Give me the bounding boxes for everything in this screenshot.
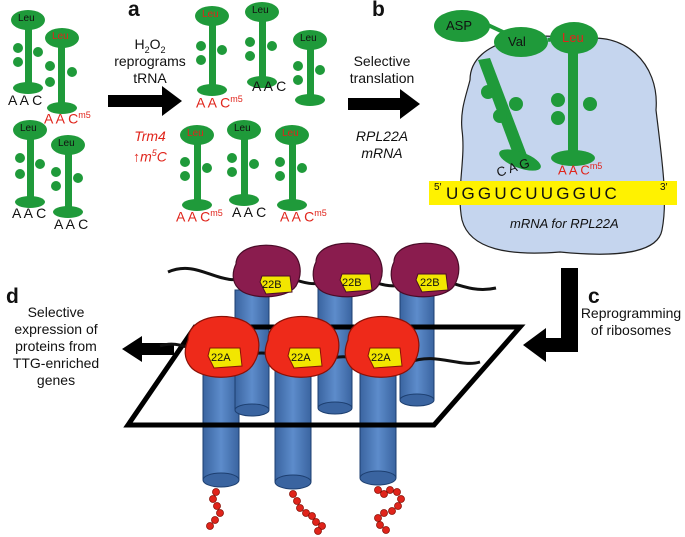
- mrna-5prime: 5′: [434, 182, 442, 193]
- anticodon-aac: A A C: [232, 204, 267, 220]
- arrow-b: [348, 89, 420, 119]
- trna-label-leu: Leu: [300, 33, 317, 44]
- trna-label-leu: Leu: [202, 9, 219, 20]
- caption-of-ribosomes: of ribosomes: [590, 322, 672, 338]
- caption-reprogramming: Reprogramming: [580, 305, 682, 321]
- ribosome-label-22b: 22B: [262, 279, 282, 291]
- caption-selective: Selective: [353, 53, 411, 69]
- trna-icon: [45, 28, 79, 114]
- trna-icon: [245, 2, 279, 88]
- trna-label-leu: Leu: [282, 128, 299, 139]
- mrna-3prime: 3′: [660, 182, 668, 193]
- ribosome-label-22a: 22A: [211, 352, 231, 364]
- amino-acid-asp: [434, 10, 490, 42]
- arrow-a: [108, 86, 182, 116]
- anticodon-aac-modified: A A Cm5: [558, 161, 603, 178]
- ribosome-label-22b: 22B: [420, 277, 440, 289]
- trna-icon: [195, 6, 229, 96]
- amino-acid-leu: [550, 22, 598, 54]
- trna-label-leu: Leu: [18, 13, 35, 24]
- trna-icon: [51, 135, 85, 218]
- caption-m5c: ↑m5C: [133, 148, 167, 165]
- trna-label-leu: Leu: [58, 138, 75, 149]
- anticodon-aac: A A C: [8, 92, 43, 108]
- anticodon-aac-modified: A A Cm5: [280, 208, 327, 225]
- caption-trna: tRNA: [133, 70, 167, 86]
- anticodon-aac: A A C: [54, 216, 89, 232]
- caption-rpl22a: RPL22A: [355, 128, 409, 144]
- ribosome-label-22b: 22B: [342, 277, 362, 289]
- caption-d-4: TTG-enriched: [12, 355, 100, 371]
- trna-leu: [551, 52, 597, 166]
- caption-d-1: Selective: [27, 304, 85, 320]
- mrna-bar: [429, 181, 677, 205]
- membrane-cylinders-lower: [202, 359, 397, 490]
- panel-letter-b: b: [372, 0, 385, 21]
- ribosome-label-22a: 22A: [291, 352, 311, 364]
- anticodon-aac: A A C: [12, 205, 47, 221]
- panel-letter-c: c: [588, 285, 600, 308]
- mrna-sequence: UGGUCUUGGUC: [446, 184, 621, 203]
- ribosome-label-22a: 22A: [371, 352, 391, 364]
- amino-acid-asp-label: ASP: [446, 18, 473, 33]
- trna-label-leu: Leu: [234, 123, 251, 134]
- arrow-c: [523, 268, 578, 362]
- trna-icon: [180, 125, 214, 211]
- ribosomes-22a: [184, 315, 420, 378]
- anticodon-aac-modified: A A Cm5: [44, 110, 91, 127]
- trna-icon: [293, 30, 327, 106]
- mrna-label: mRNA for RPL22A: [510, 216, 619, 231]
- anticodon-aac-modified: A A Cm5: [196, 94, 243, 111]
- caption-translation: translation: [349, 70, 415, 86]
- caption-reprograms: reprograms: [114, 53, 186, 69]
- trna-group-left: [11, 10, 85, 218]
- caption-d-3: proteins from: [15, 338, 97, 354]
- trna-label-leu: Leu: [20, 123, 37, 134]
- arrow-d: [122, 336, 174, 362]
- trna-icon: [275, 125, 309, 211]
- amino-acid-val: [494, 27, 548, 57]
- amino-acid-leu-label: Leu: [562, 30, 584, 45]
- trna-icon: [227, 120, 261, 206]
- trna-label-leu: Leu: [252, 5, 269, 16]
- trna-label-leu: Leu: [187, 128, 204, 139]
- caption-mrna: mRNA: [361, 145, 403, 161]
- trna-icon: [11, 10, 45, 94]
- caption-d-5: genes: [36, 372, 76, 388]
- protein-chains: [206, 486, 405, 535]
- amino-acid-val-label: Val: [508, 34, 526, 49]
- caption-h2o2: H2O2: [134, 36, 166, 55]
- caption-trm4: Trm4: [134, 128, 166, 144]
- trna-group-right: [180, 2, 327, 211]
- caption-d-2: expression of: [14, 321, 98, 337]
- trna-cag: [478, 58, 541, 171]
- panel-letter-d: d: [6, 285, 19, 308]
- trna-icon: [13, 120, 47, 208]
- panel-letter-a: a: [128, 0, 140, 21]
- trna-label-leu: Leu: [52, 31, 69, 42]
- anticodon-aac-modified: A A Cm5: [176, 208, 223, 225]
- anticodon-aac: A A C: [252, 78, 287, 94]
